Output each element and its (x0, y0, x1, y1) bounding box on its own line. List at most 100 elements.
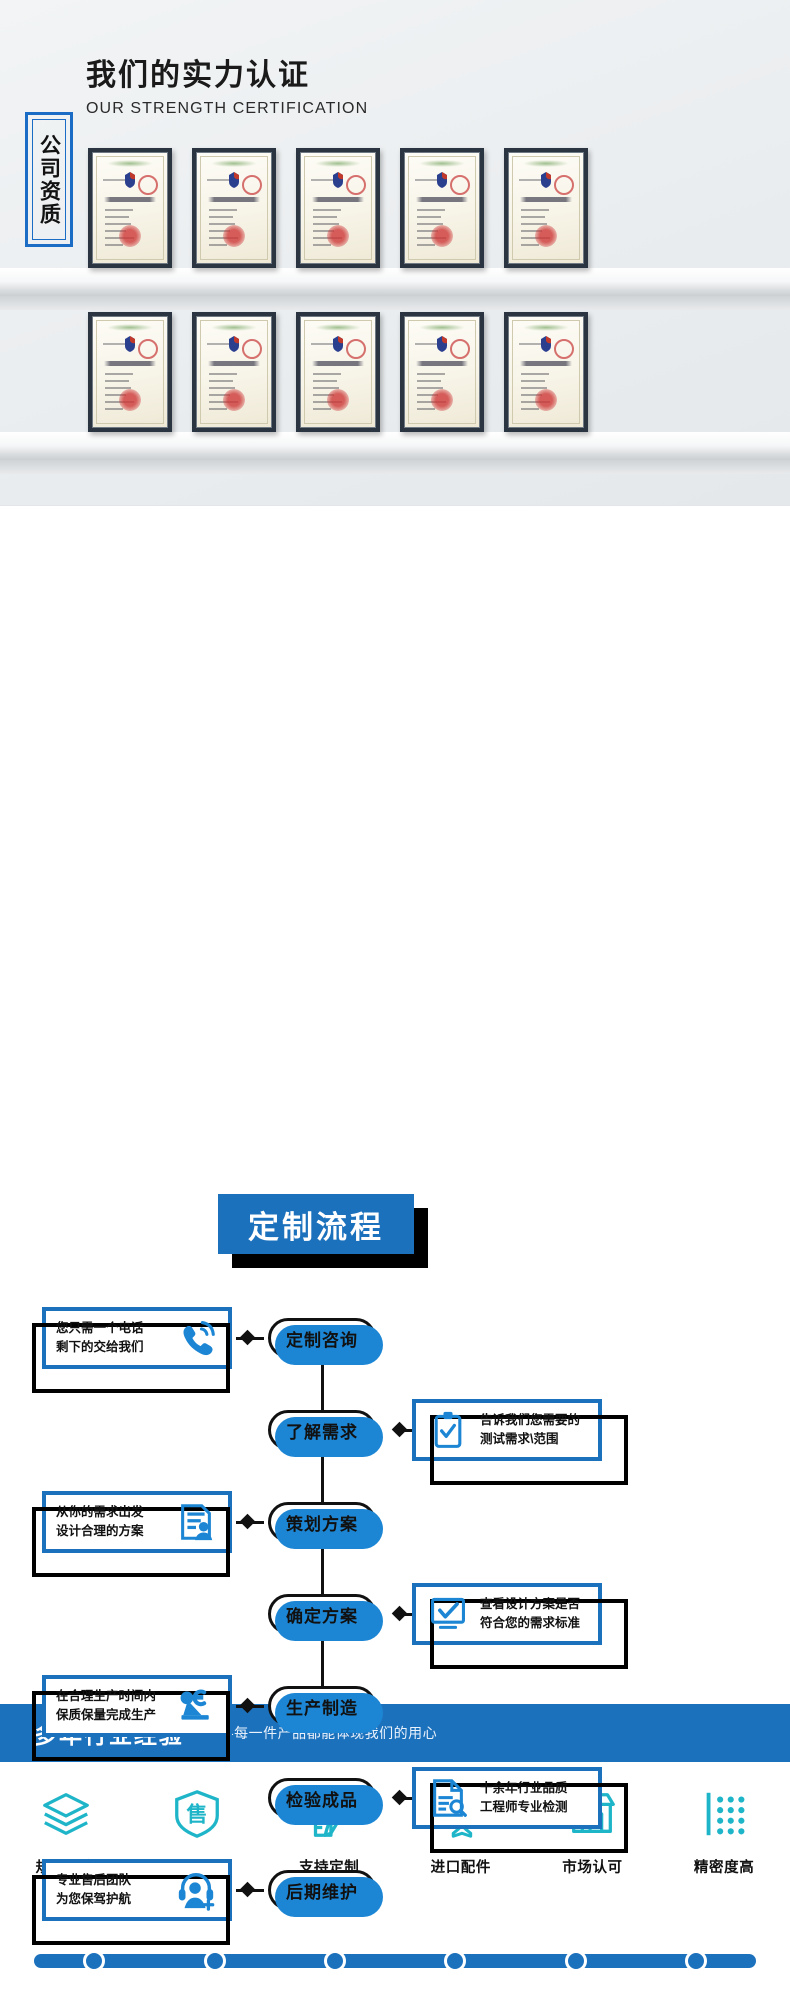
certificate-red-seal-icon (431, 225, 453, 247)
certificate-footer-text (415, 415, 416, 419)
certificate-stamp-top-icon (450, 339, 470, 359)
company-qualification-label: 公司资质 (37, 133, 61, 226)
customization-flow-section: 定制流程 定制咨询您只需一个电话 剩下的交给我们了解需求 告诉我们您需要的 测试需… (0, 506, 790, 1945)
flow-node-label: 检验成品 (286, 1790, 358, 1810)
certificate-microtext (103, 179, 125, 181)
certificate-stamp-top-icon (346, 339, 366, 359)
certificate-ornament-icon (315, 324, 361, 331)
flow-callout-4[interactable]: 查看设计方案是否 符合您的需求标准 (412, 1583, 628, 1669)
flow-node-3[interactable]: 策划方案 (268, 1502, 383, 1549)
document-search-icon (424, 1776, 472, 1820)
certificate-red-seal-icon (327, 225, 349, 247)
certificate-footer-text (415, 251, 416, 255)
certificate-microtext (311, 343, 333, 345)
page-title: 我们的实力认证 (86, 59, 310, 92)
progress-dot (83, 1950, 106, 1972)
phone-ring-icon (172, 1316, 220, 1360)
certificate-ornament-icon (523, 160, 569, 167)
certificate-ornament-icon (315, 160, 361, 167)
certificate-paper (300, 152, 376, 264)
certificate-paper (300, 316, 376, 428)
certificate-paper (92, 316, 168, 428)
certificate-microtext (207, 343, 229, 345)
certificate-logo-icon (125, 336, 135, 352)
flow-node-1[interactable]: 定制咨询 (268, 1318, 383, 1365)
certificate-title-line (208, 197, 260, 202)
certificate-frame[interactable] (88, 148, 172, 268)
monitor-check-icon (424, 1592, 472, 1636)
progress-dot-line (34, 1950, 756, 1972)
flow-node-2[interactable]: 了解需求 (268, 1410, 383, 1457)
progress-dot (444, 1950, 467, 1972)
certificate-frame[interactable] (400, 148, 484, 268)
shelf-upper (0, 268, 790, 310)
flow-callout-text: 告诉我们您需要的 测试需求\范围 (480, 1412, 581, 1446)
certificate-ornament-icon (419, 324, 465, 331)
feature-label: 精密度高 (693, 1860, 755, 1876)
certificate-paper (508, 152, 584, 264)
certificate-frame[interactable] (192, 148, 276, 268)
flow-node-label: 了解需求 (286, 1422, 358, 1442)
flow-callout-text: 在合理生产时间内 保质保量完成生产 (56, 1688, 157, 1722)
shelf-lower (0, 432, 790, 474)
flow-node-label: 确定方案 (286, 1606, 358, 1626)
certificate-red-seal-icon (327, 389, 349, 411)
certificate-footer-text (207, 251, 208, 255)
flow-node-4[interactable]: 确定方案 (268, 1594, 383, 1641)
certificate-frame[interactable] (296, 148, 380, 268)
certificate-red-seal-icon (223, 225, 245, 247)
certificate-footer-text (103, 251, 104, 255)
certificate-paper (508, 316, 584, 428)
certificate-stamp-top-icon (138, 339, 158, 359)
feature-item-6[interactable]: 精密度高 (670, 1784, 778, 1877)
certificate-logo-icon (333, 336, 343, 352)
certificate-footer-text (519, 251, 520, 255)
company-qualification-badge: 公司资质 (25, 112, 73, 247)
flow-connector-diamond (239, 1329, 256, 1346)
flow-node-7[interactable]: 后期维护 (268, 1870, 383, 1917)
flow-callout-1[interactable]: 您只需一个电话 剩下的交给我们 (32, 1307, 232, 1393)
certificate-red-seal-icon (119, 389, 141, 411)
certificate-footer-text (519, 415, 520, 419)
feature-label: 进口配件 (430, 1860, 491, 1876)
progress-dot (203, 1950, 226, 1972)
certificate-title-line (312, 197, 364, 202)
certificate-stamp-top-icon (450, 175, 470, 195)
certificate-title-line (416, 197, 468, 202)
flow-callout-text: 十余年行业品质 工程师专业检测 (480, 1780, 568, 1814)
flow-node-label: 生产制造 (286, 1698, 358, 1718)
progress-dot (564, 1950, 587, 1972)
flow-title: 定制流程 (218, 1194, 414, 1254)
certificate-frame[interactable] (296, 312, 380, 432)
certificate-logo-icon (437, 336, 447, 352)
flow-callout-7[interactable]: 专业售后团队 为您保驾护航 (32, 1859, 232, 1945)
certificate-logo-icon (437, 172, 447, 188)
flow-callout-2[interactable]: 告诉我们您需要的 测试需求\范围 (412, 1399, 628, 1485)
certificate-stamp-top-icon (242, 339, 262, 359)
flow-node-6[interactable]: 检验成品 (268, 1778, 383, 1825)
certificate-frame[interactable] (192, 312, 276, 432)
flow-callout-5[interactable]: 在合理生产时间内 保质保量完成生产 (32, 1675, 232, 1761)
flow-callout-6[interactable]: 十余年行业品质 工程师专业检测 (412, 1767, 628, 1853)
flow-title-block: 定制流程 (218, 1194, 428, 1268)
robot-arm-icon (172, 1684, 220, 1728)
certificate-logo-icon (541, 172, 551, 188)
certificate-microtext (103, 343, 125, 345)
flow-connector-diamond (391, 1421, 408, 1438)
flow-node-5[interactable]: 生产制造 (268, 1686, 383, 1733)
certificate-frame[interactable] (88, 312, 172, 432)
certificate-title-line (312, 361, 364, 366)
certificate-footer-text (311, 415, 312, 419)
certificate-red-seal-icon (223, 389, 245, 411)
certificate-red-seal-icon (431, 389, 453, 411)
certificate-frame[interactable] (504, 312, 588, 432)
certificate-logo-icon (333, 172, 343, 188)
certificate-ornament-icon (107, 324, 153, 331)
flow-connector-diamond (239, 1513, 256, 1530)
certificate-frame[interactable] (400, 312, 484, 432)
certificate-microtext (311, 179, 333, 181)
certificate-title-line (208, 361, 260, 366)
flow-node-label: 后期维护 (286, 1882, 358, 1902)
certificate-frame[interactable] (504, 148, 588, 268)
flow-callout-3[interactable]: 从你的需求出发 设计合理的方案 (32, 1491, 232, 1577)
